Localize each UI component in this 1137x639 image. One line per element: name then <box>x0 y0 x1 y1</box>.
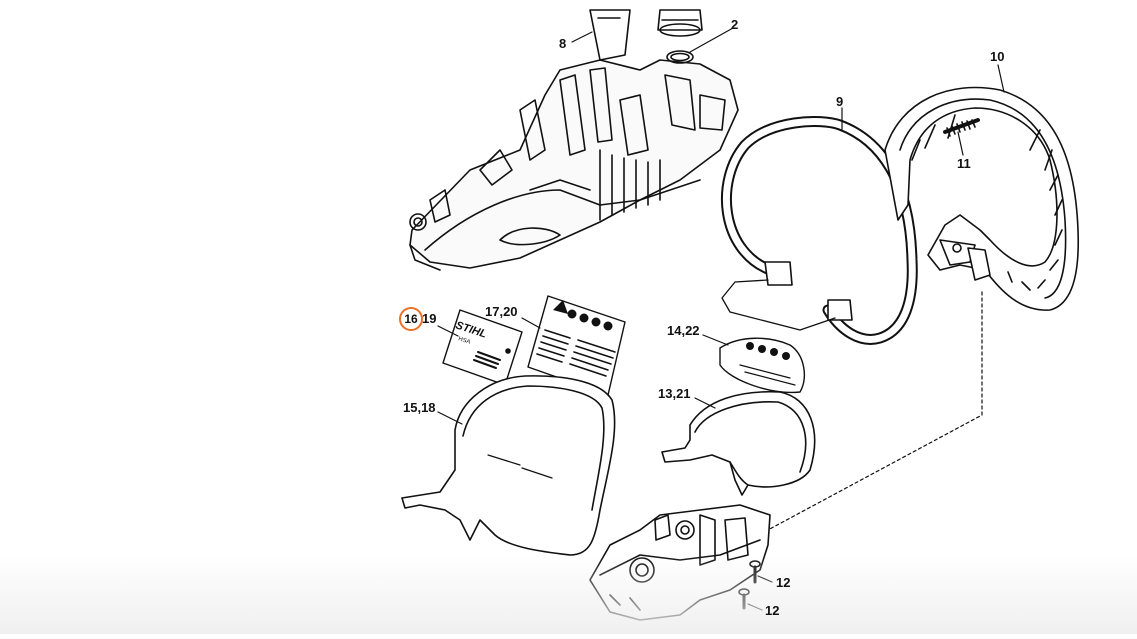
callout-2: 2 <box>731 17 739 32</box>
assembly-line <box>739 291 983 546</box>
callout-12-b: 12 <box>765 603 780 618</box>
callout-16-highlighted[interactable]: 16 <box>399 307 423 331</box>
screw-12-b <box>738 588 750 610</box>
warning-label-17-20 <box>527 295 626 396</box>
label-19-plate: STIHL HSA <box>442 309 523 386</box>
part-2-circlip <box>666 50 694 64</box>
callout-8: 8 <box>559 36 567 51</box>
callout-10: 10 <box>990 49 1005 64</box>
callout-19: 19 <box>422 311 437 326</box>
part-8-post <box>589 9 631 61</box>
callout-14-22: 14,22 <box>667 323 700 338</box>
front-handle-9 <box>721 116 918 345</box>
grip-cover-13-21 <box>661 390 816 496</box>
callout-13-21: 13,21 <box>658 386 691 401</box>
part-2-knob <box>657 9 703 37</box>
callout-9: 9 <box>836 94 844 109</box>
upper-housing-part <box>409 59 739 271</box>
callout-15-18: 15,18 <box>403 400 436 415</box>
label-14-22 <box>719 337 806 394</box>
callout-12-a: 12 <box>776 575 791 590</box>
callout-17-20: 17,20 <box>485 304 518 319</box>
grip-cover-15-18 <box>401 375 616 556</box>
spring-11 <box>943 118 980 137</box>
label-19-model: HSA <box>457 336 471 346</box>
rear-handle-10 <box>884 86 1080 311</box>
callout-11: 11 <box>957 156 971 171</box>
